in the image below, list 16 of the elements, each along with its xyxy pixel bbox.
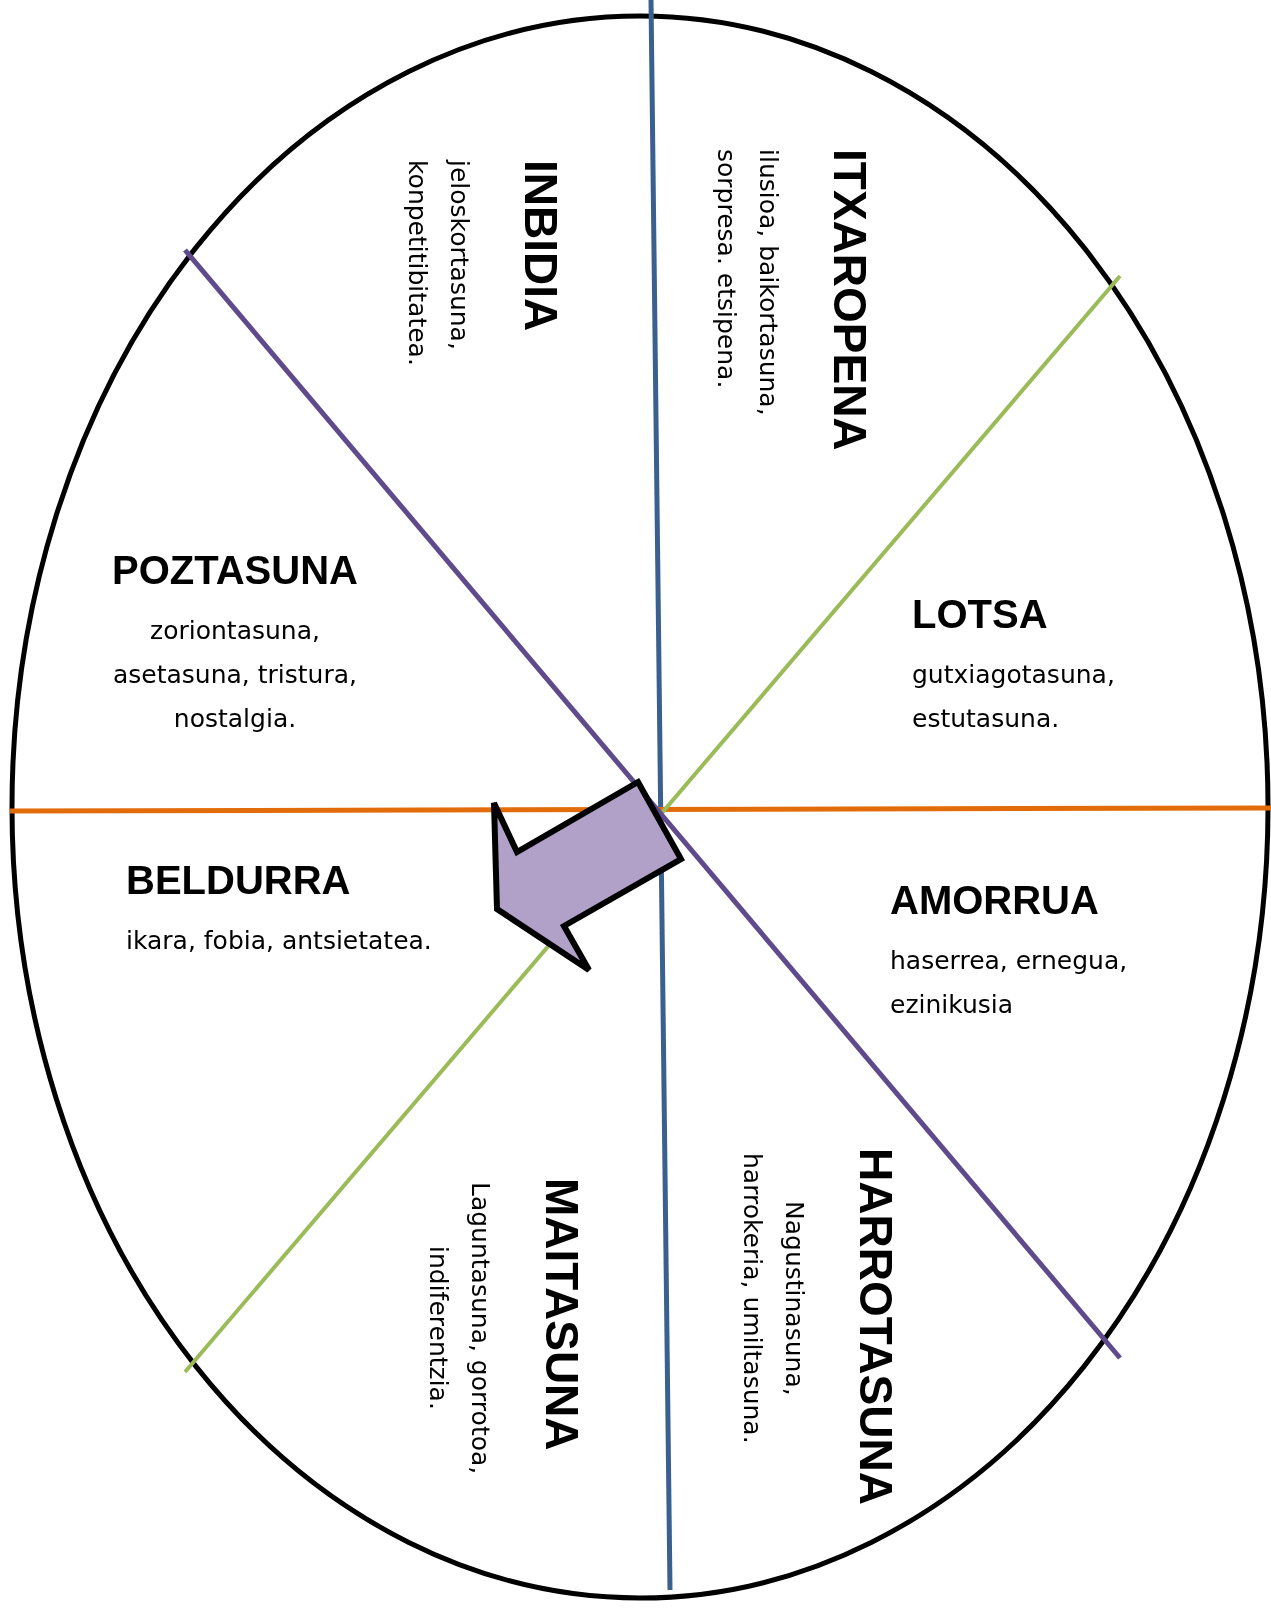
sector-text: ilusioa, baikortasuna, sorpresa. etsipena.	[711, 149, 784, 418]
sector-heading: LOTSA	[912, 592, 1049, 637]
sector-text: Laguntasuna, gorrotoa, indiferentzia.	[423, 1180, 496, 1477]
sector-heading: BELDURRA	[126, 858, 352, 903]
sector-heading: INBIDIA	[514, 160, 568, 332]
sector-heading: MAITASUNA	[535, 1178, 589, 1451]
sector-text: ikara, fobia, antsietatea.	[126, 925, 433, 957]
sector-text: zoriontasuna, asetasuna, tristura, nostalgia.	[112, 615, 358, 735]
sector-heading: HARROTASUNA	[849, 1148, 903, 1505]
sector-heading: AMORRUA	[890, 878, 1100, 923]
sector-heading: ITXAROPENA	[823, 149, 877, 451]
sector-text: haserrea, ernegua, ezinikusia	[890, 945, 1129, 1021]
sector-text: Nagustinasuna, harrokeria, umiltasuna.	[737, 1151, 810, 1446]
sector-text: jeloskortasuna, konpetitibitatea.	[402, 160, 475, 368]
sector-heading: POZTASUNA	[111, 548, 359, 593]
sector-text: gutxiagotasuna, estutasuna.	[912, 659, 1116, 735]
